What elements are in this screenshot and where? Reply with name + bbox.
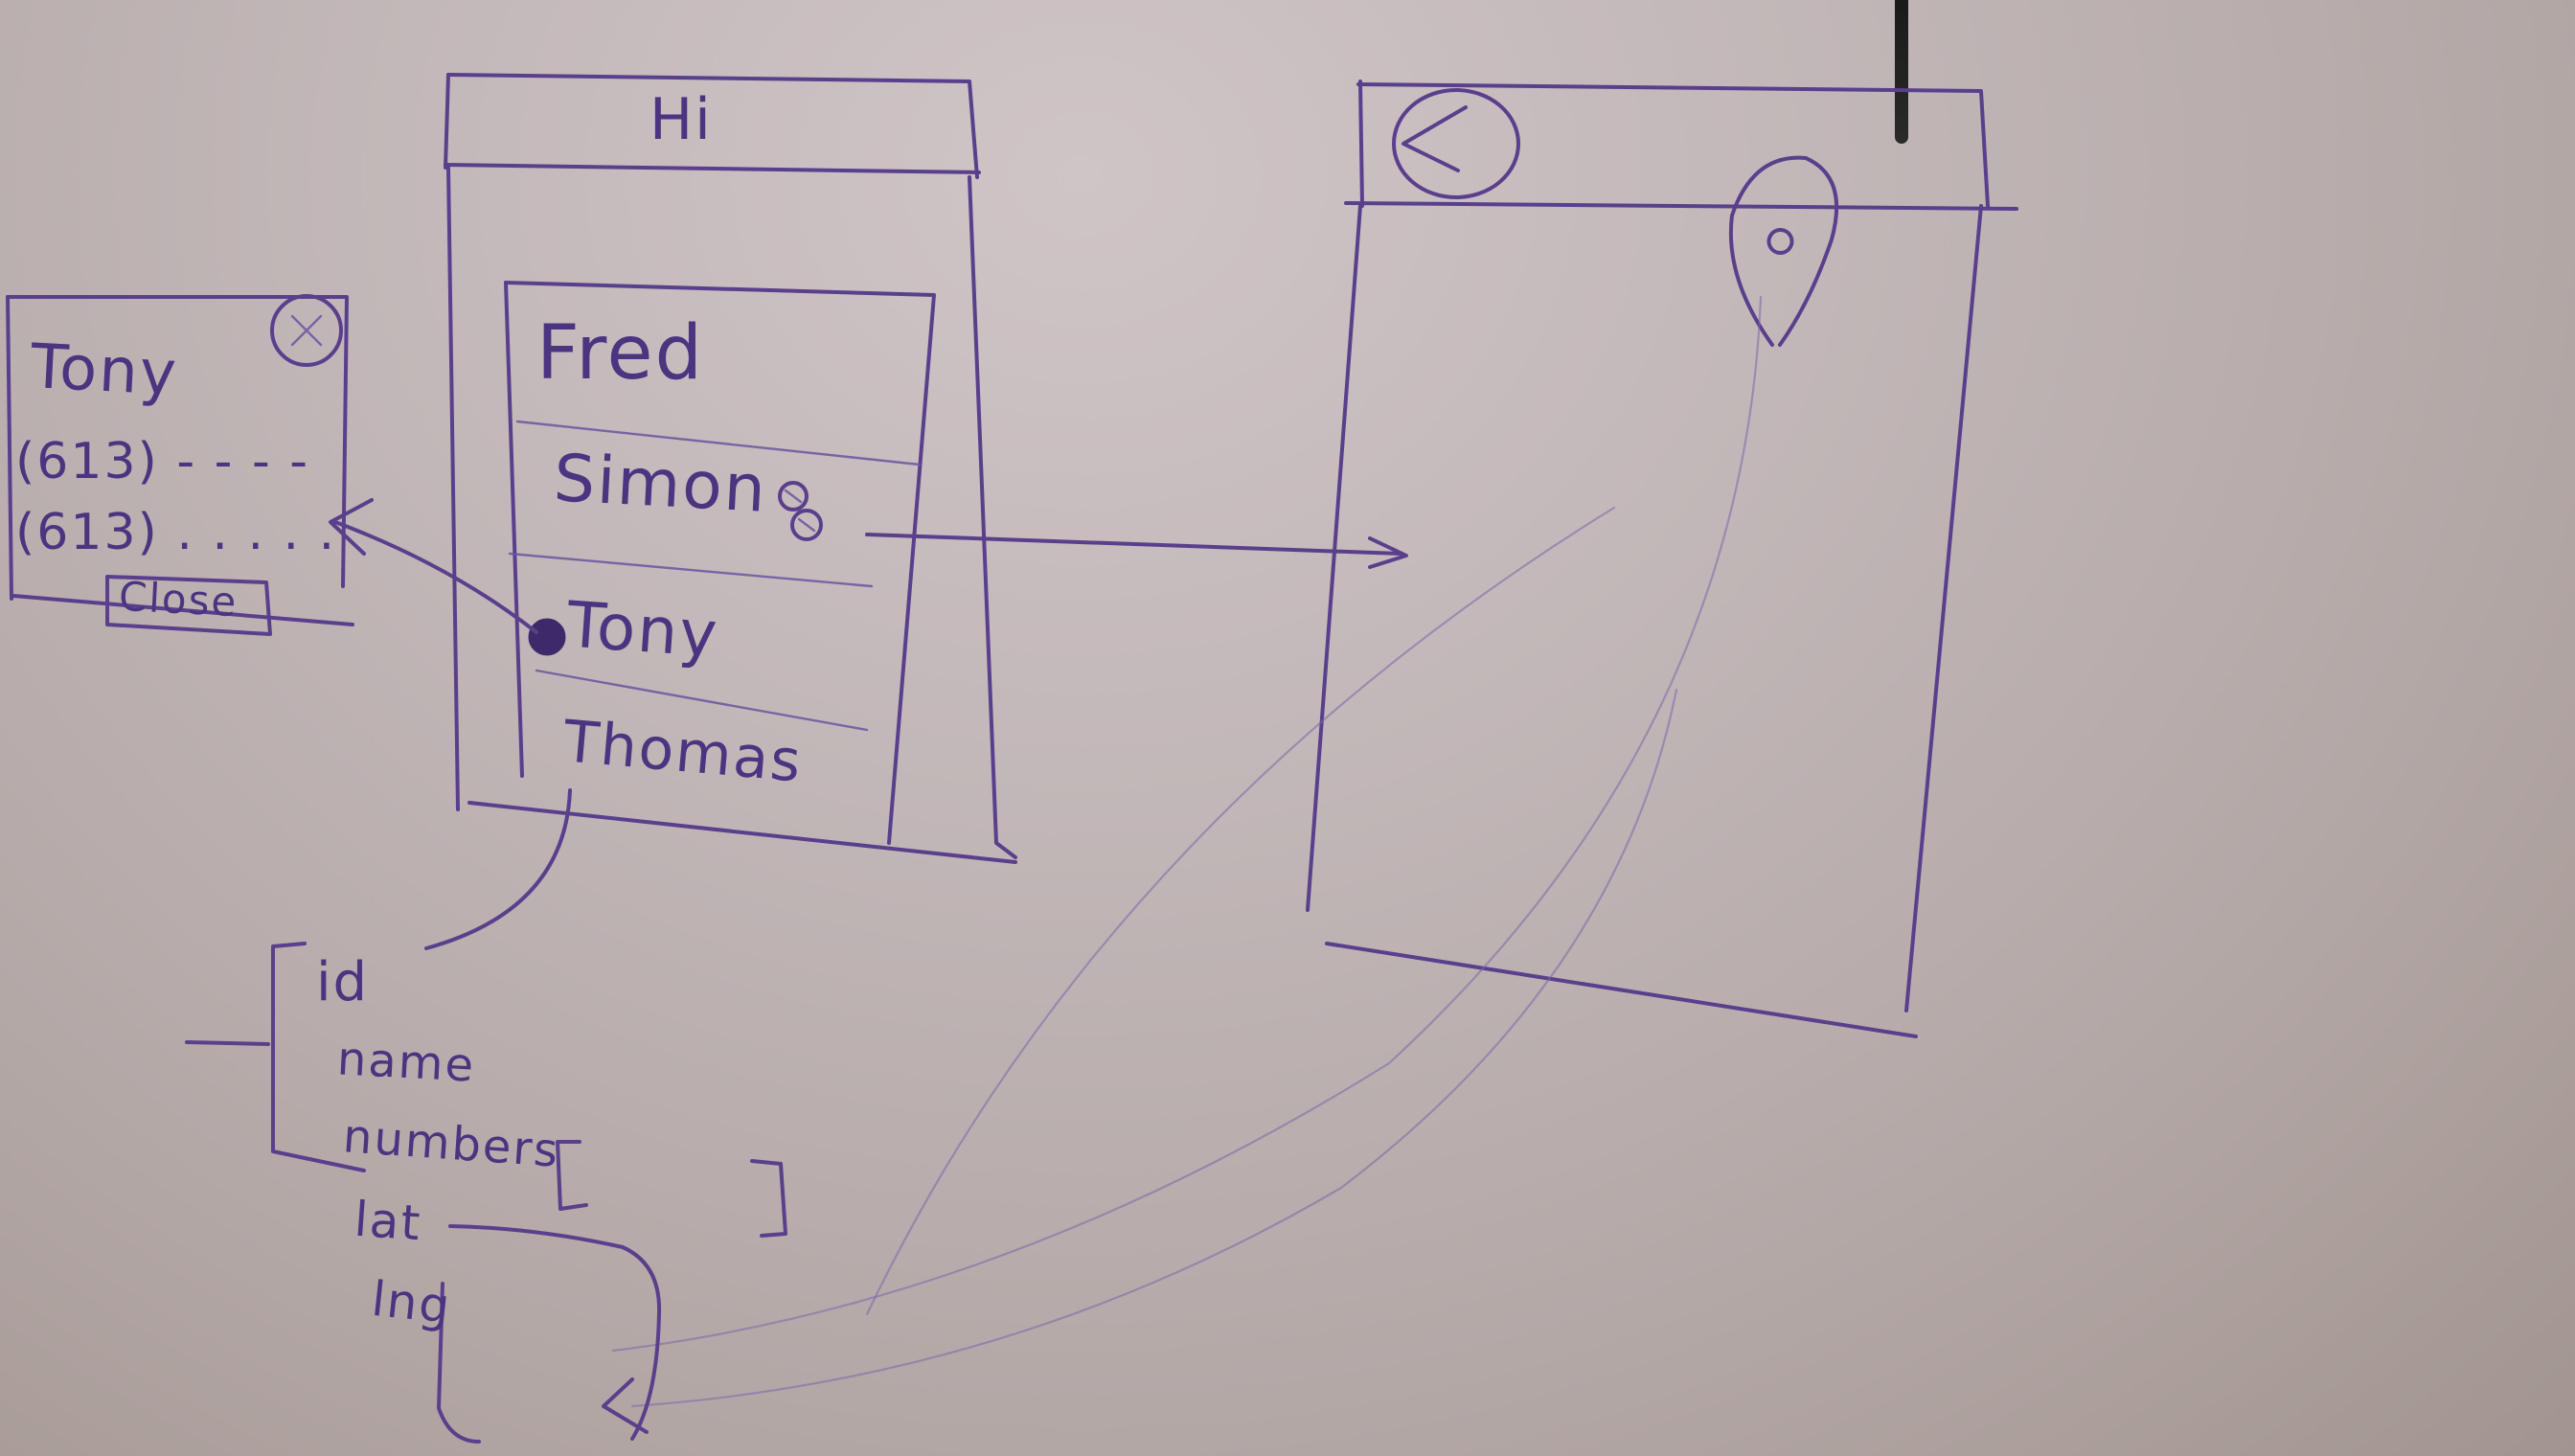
back-arrow-icon xyxy=(1392,88,1520,199)
list-item-simon[interactable]: Simon xyxy=(552,441,769,528)
field-name: name xyxy=(335,1032,477,1093)
popup-name: Tony xyxy=(29,331,180,410)
field-lng: lng xyxy=(369,1270,455,1335)
data-model-bracket xyxy=(185,788,572,1172)
list-screen-title: Hi xyxy=(649,86,713,153)
simon-to-map-arrow xyxy=(865,533,1408,569)
field-id: id xyxy=(316,951,370,1013)
dot-icon xyxy=(528,618,566,656)
binoculars-icon xyxy=(778,481,823,541)
close-button-frame xyxy=(105,575,272,636)
popup-phone-1: (613) - - - - xyxy=(15,433,309,490)
close-button[interactable]: Close xyxy=(117,572,239,626)
map-pin-icon xyxy=(1728,155,1839,347)
list-view-frame xyxy=(504,281,936,845)
map-screen-frame xyxy=(1306,80,2018,1038)
wall-cable xyxy=(1895,0,1908,144)
list-screen-frame xyxy=(444,73,1017,864)
list-item-fred[interactable]: Fred xyxy=(536,310,705,397)
numbers-brackets xyxy=(556,1140,787,1238)
lat-lng-to-map-lines xyxy=(602,295,1763,1434)
list-item-tony[interactable]: Tony xyxy=(564,587,721,672)
close-x-icon xyxy=(270,294,343,367)
field-numbers: numbers xyxy=(341,1109,562,1178)
detail-popup-frame xyxy=(6,295,354,626)
tony-to-popup-arrow xyxy=(329,498,538,634)
lat-lng-brace xyxy=(437,1224,662,1444)
field-lat: lat xyxy=(353,1191,424,1252)
popup-phone-2: (613) . . . . . xyxy=(15,504,337,561)
